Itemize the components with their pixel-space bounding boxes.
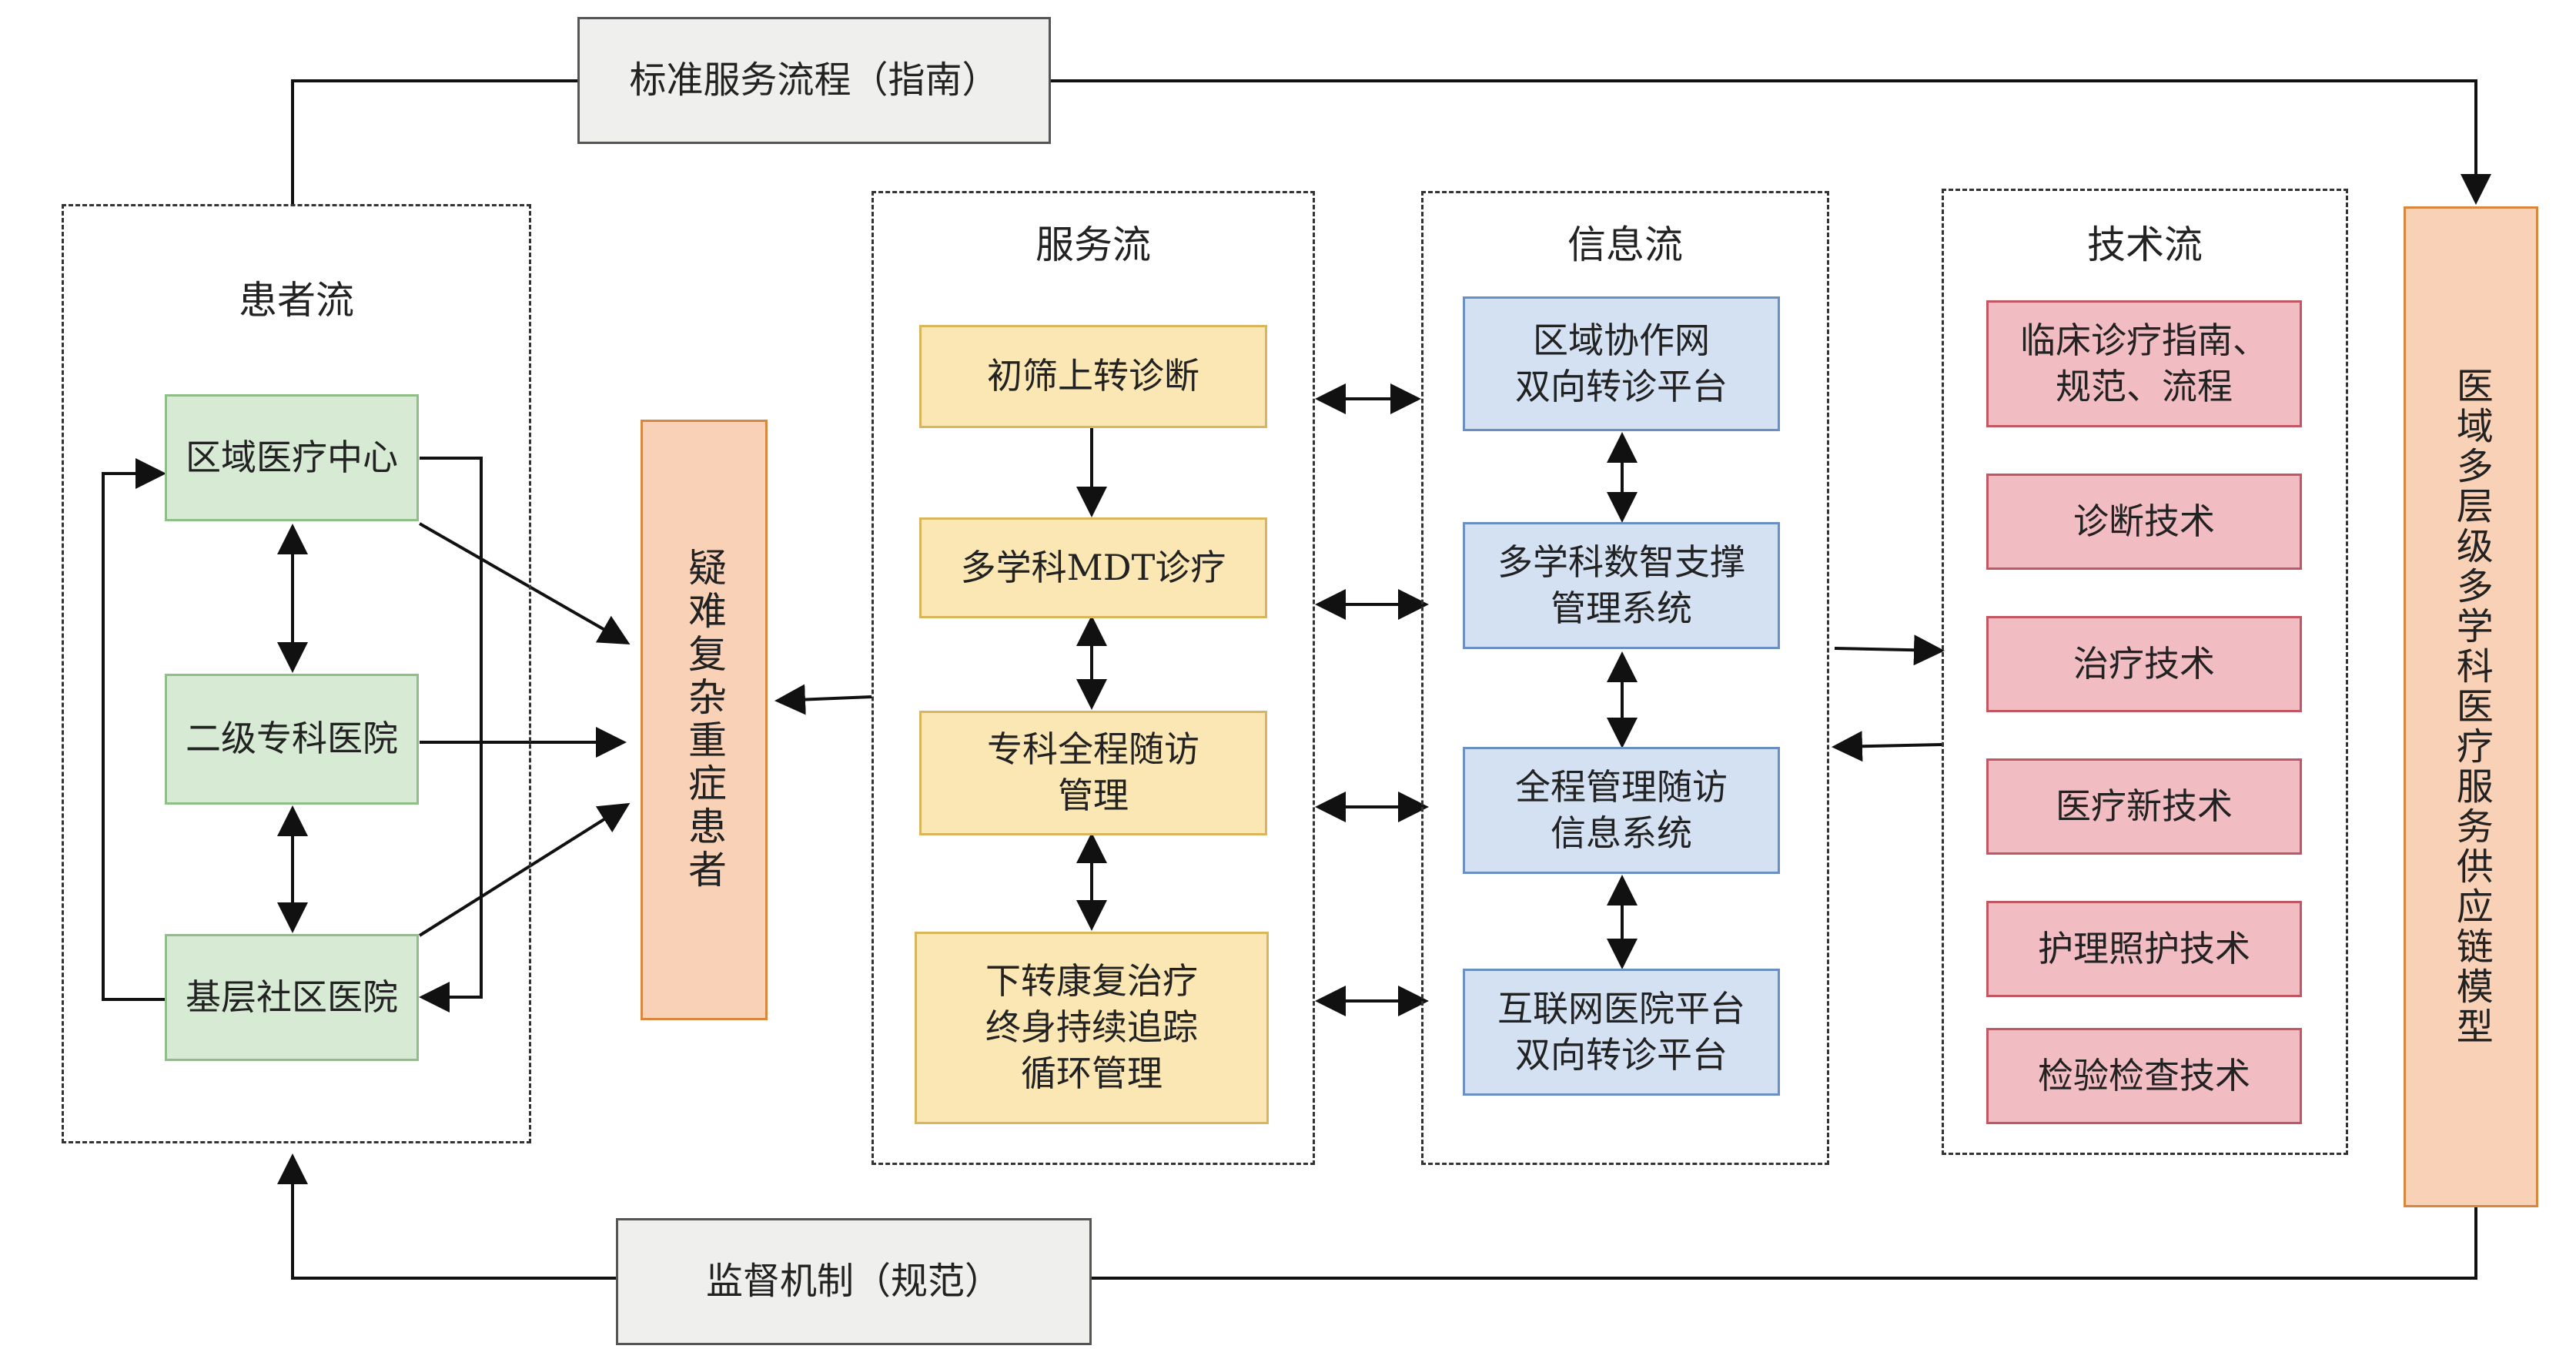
service-step-mdt: 多学科MDT诊疗 xyxy=(919,517,1267,618)
tech-treatment: 治疗技术 xyxy=(1986,616,2302,712)
supervision-label: 监督机制（规范） xyxy=(705,1260,1002,1304)
arrow-regional-target xyxy=(419,522,631,644)
service-step-3-label: 专科全程随访 管理 xyxy=(987,728,1199,816)
info-followup-system: 全程管理随访 信息系统 xyxy=(1463,747,1780,874)
top-loop-arrow xyxy=(1051,79,2491,205)
technology-flow-group xyxy=(1942,189,2348,1155)
information-flow-title: 信息流 xyxy=(1567,223,1683,267)
target-patient-label: 疑难复杂重症患者 xyxy=(682,547,727,892)
standard-process-box: 标准服务流程（指南） xyxy=(577,17,1051,144)
bottom-loop-arrow xyxy=(277,1153,616,1280)
arrow-tech-info xyxy=(1832,731,1942,762)
tech-nursing-care: 护理照护技术 xyxy=(1986,901,2302,997)
info-internet-hospital: 互联网医院平台 双向转诊平台 xyxy=(1463,969,1780,1096)
regional-medical-center: 区域医疗中心 xyxy=(165,394,419,521)
arrow-regional-community xyxy=(419,457,483,1013)
tech-item-5-label: 护理照护技术 xyxy=(2038,927,2250,969)
tech-item-3-label: 治疗技术 xyxy=(2073,642,2215,685)
service-flow-group xyxy=(871,191,1315,1165)
arrow-service-target xyxy=(774,684,872,715)
tech-new-medical: 医疗新技术 xyxy=(1986,758,2302,855)
service-step-followup: 专科全程随访 管理 xyxy=(919,711,1267,835)
top-loop-line xyxy=(291,79,577,204)
tech-item-2-label: 诊断技术 xyxy=(2073,500,2215,542)
community-hospital-label: 基层社区医院 xyxy=(186,976,398,1018)
tech-item-1-label: 临床诊疗指南、 规范、流程 xyxy=(2020,319,2268,407)
information-flow-group xyxy=(1421,191,1829,1165)
supervision-box: 监督机制（规范） xyxy=(616,1218,1092,1345)
supply-chain-model-label: 医域多层级多学科医疗服务供应链模型 xyxy=(2449,367,2493,1047)
supply-chain-model-box: 医域多层级多学科医疗服务供应链模型 xyxy=(2404,206,2538,1207)
info-item-1-label: 区域协作网 双向转诊平台 xyxy=(1515,319,1728,407)
info-mdt-system: 多学科数智支撑 管理系统 xyxy=(1463,522,1780,649)
tech-item-6-label: 检验检查技术 xyxy=(2038,1054,2250,1096)
arrow-community-regional xyxy=(102,458,166,1001)
info-regional-network: 区域协作网 双向转诊平台 xyxy=(1463,296,1780,431)
bottom-loop-line xyxy=(1092,1205,2477,1280)
regional-medical-center-label: 区域医疗中心 xyxy=(186,436,398,478)
standard-process-label: 标准服务流程（指南） xyxy=(629,59,999,102)
tech-clinical-guidelines: 临床诊疗指南、 规范、流程 xyxy=(1986,300,2302,427)
info-item-4-label: 互联网医院平台 双向转诊平台 xyxy=(1497,987,1745,1076)
arrow-info-tech xyxy=(1834,634,1945,666)
patient-flow-group xyxy=(62,204,531,1143)
secondary-specialty-hospital-label: 二级专科医院 xyxy=(186,718,398,760)
tech-diagnosis: 诊断技术 xyxy=(1986,474,2302,570)
arrow-community-target xyxy=(418,802,631,937)
service-step-4-label: 下转康复治疗 终身持续追踪 循环管理 xyxy=(985,960,1198,1094)
secondary-specialty-hospital: 二级专科医院 xyxy=(165,674,419,805)
patient-flow-title: 患者流 xyxy=(239,278,354,323)
info-item-2-label: 多学科数智支撑 管理系统 xyxy=(1497,541,1745,629)
tech-item-4-label: 医疗新技术 xyxy=(2056,785,2233,827)
tech-lab-testing: 检验检查技术 xyxy=(1986,1028,2302,1124)
service-step-2-label: 多学科MDT诊疗 xyxy=(960,546,1226,588)
service-step-initial-screening: 初筛上转诊断 xyxy=(919,325,1267,428)
service-flow-title: 服务流 xyxy=(1035,223,1151,267)
technology-flow-title: 技术流 xyxy=(2087,223,2203,267)
info-item-3-label: 全程管理随访 信息系统 xyxy=(1515,765,1728,854)
target-patient-box: 疑难复杂重症患者 xyxy=(641,420,768,1020)
service-step-1-label: 初筛上转诊断 xyxy=(987,355,1199,397)
service-step-rehab: 下转康复治疗 终身持续追踪 循环管理 xyxy=(915,932,1269,1124)
community-hospital: 基层社区医院 xyxy=(165,934,419,1061)
